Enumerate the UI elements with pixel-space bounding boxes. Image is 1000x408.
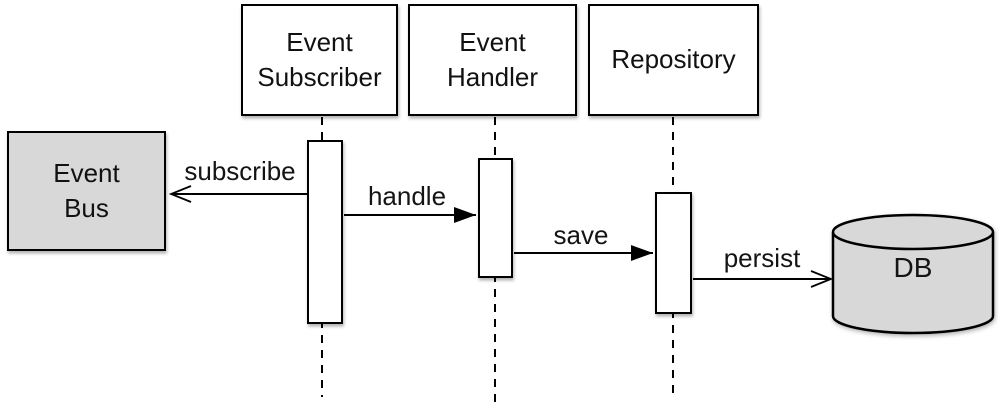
db-cylinder-top [831, 213, 995, 251]
activation-repository [655, 192, 692, 314]
participant-label: Event [459, 26, 526, 57]
activation-event-handler [478, 158, 513, 278]
message-label-persist: persist [723, 243, 801, 273]
participant-label: Subscriber [257, 62, 382, 92]
participant-label: Handler [446, 62, 539, 92]
participant-label: Event [286, 26, 353, 57]
node-label: Bus [64, 193, 109, 223]
node-label-db: DB [893, 252, 933, 283]
node-event-bus: Event Bus [7, 131, 166, 251]
participant-event-subscriber: Event Subscriber [241, 4, 398, 116]
participant-repository: Repository [588, 4, 759, 116]
message-label-subscribe: subscribe [184, 156, 296, 186]
participant-event-handler: Event Handler [408, 4, 577, 116]
activation-event-subscriber [307, 140, 343, 324]
node-label: Event [53, 157, 120, 188]
message-label-handle: handle [367, 181, 447, 211]
participant-label: Repository [611, 44, 736, 75]
message-label-save: save [553, 220, 609, 250]
